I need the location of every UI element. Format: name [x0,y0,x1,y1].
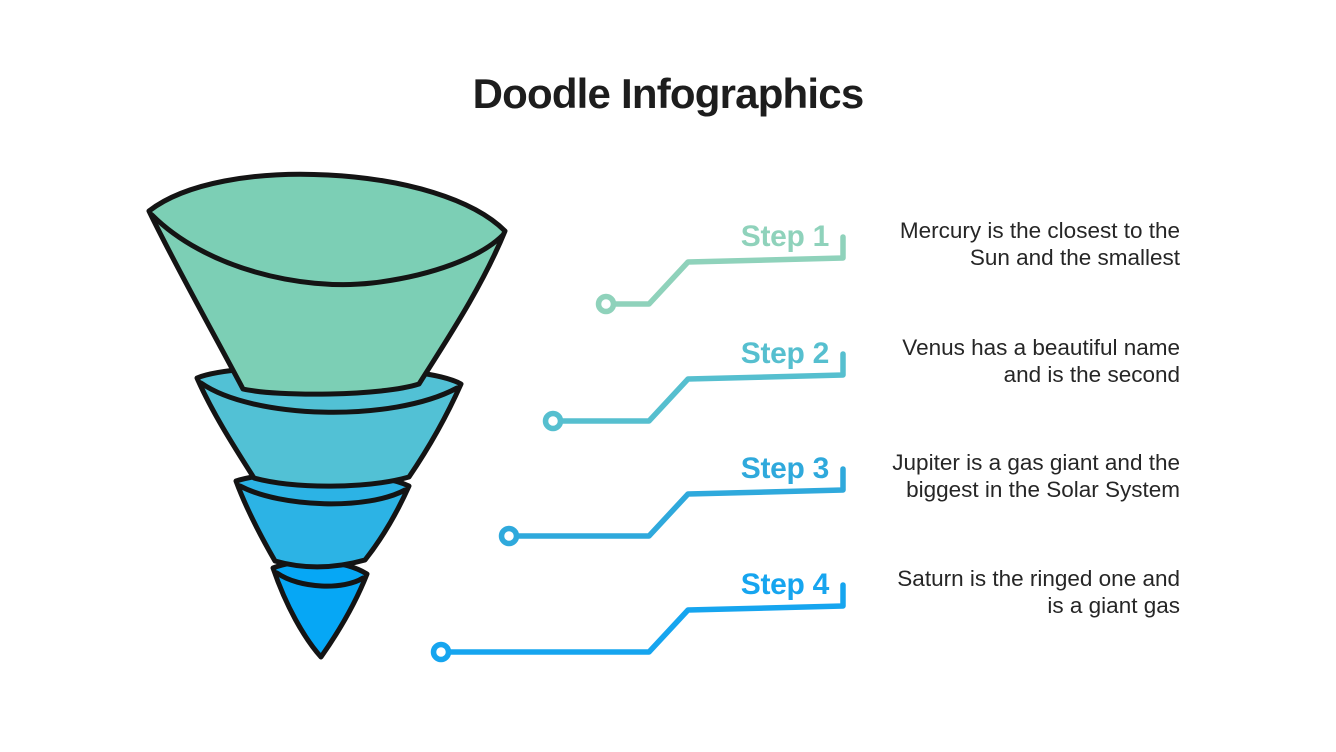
funnel-tier-3-lip [237,483,408,507]
connector-step-1 [595,234,846,315]
connector-line [612,234,846,307]
step-4-description: Saturn is the ringed one and is a giant … [897,566,1180,618]
step-1-label: Step 1 [740,220,830,253]
connector-node-icon [542,410,564,432]
step-4-label: Step 4 [740,568,830,601]
funnel [146,171,508,660]
step-2-description: Venus has a beautiful name and is the se… [902,335,1180,387]
connector-line [559,351,846,424]
funnel-tier-4-lip [274,570,366,589]
funnel-tier-4-tip [270,558,370,660]
connector-line [447,582,846,655]
step-2-label: Step 2 [740,337,830,370]
funnel-tier-2-lip [198,380,460,415]
connector-step-2 [542,351,846,432]
connector-node-icon [430,641,452,663]
connector-step-4 [430,582,846,663]
connector-node-icon [595,293,617,315]
connector-node-icon [498,525,520,547]
step-3-description: Jupiter is a gas giant and the biggest i… [892,450,1180,502]
step-3-label: Step 3 [740,452,830,485]
connector-line [515,466,846,539]
connector-step-3 [498,466,846,547]
step-1-description: Mercury is the closest to the Sun and th… [899,218,1180,270]
funnel-tier-1-lip [149,212,506,288]
page-title: Doodle Infographics [472,70,865,117]
